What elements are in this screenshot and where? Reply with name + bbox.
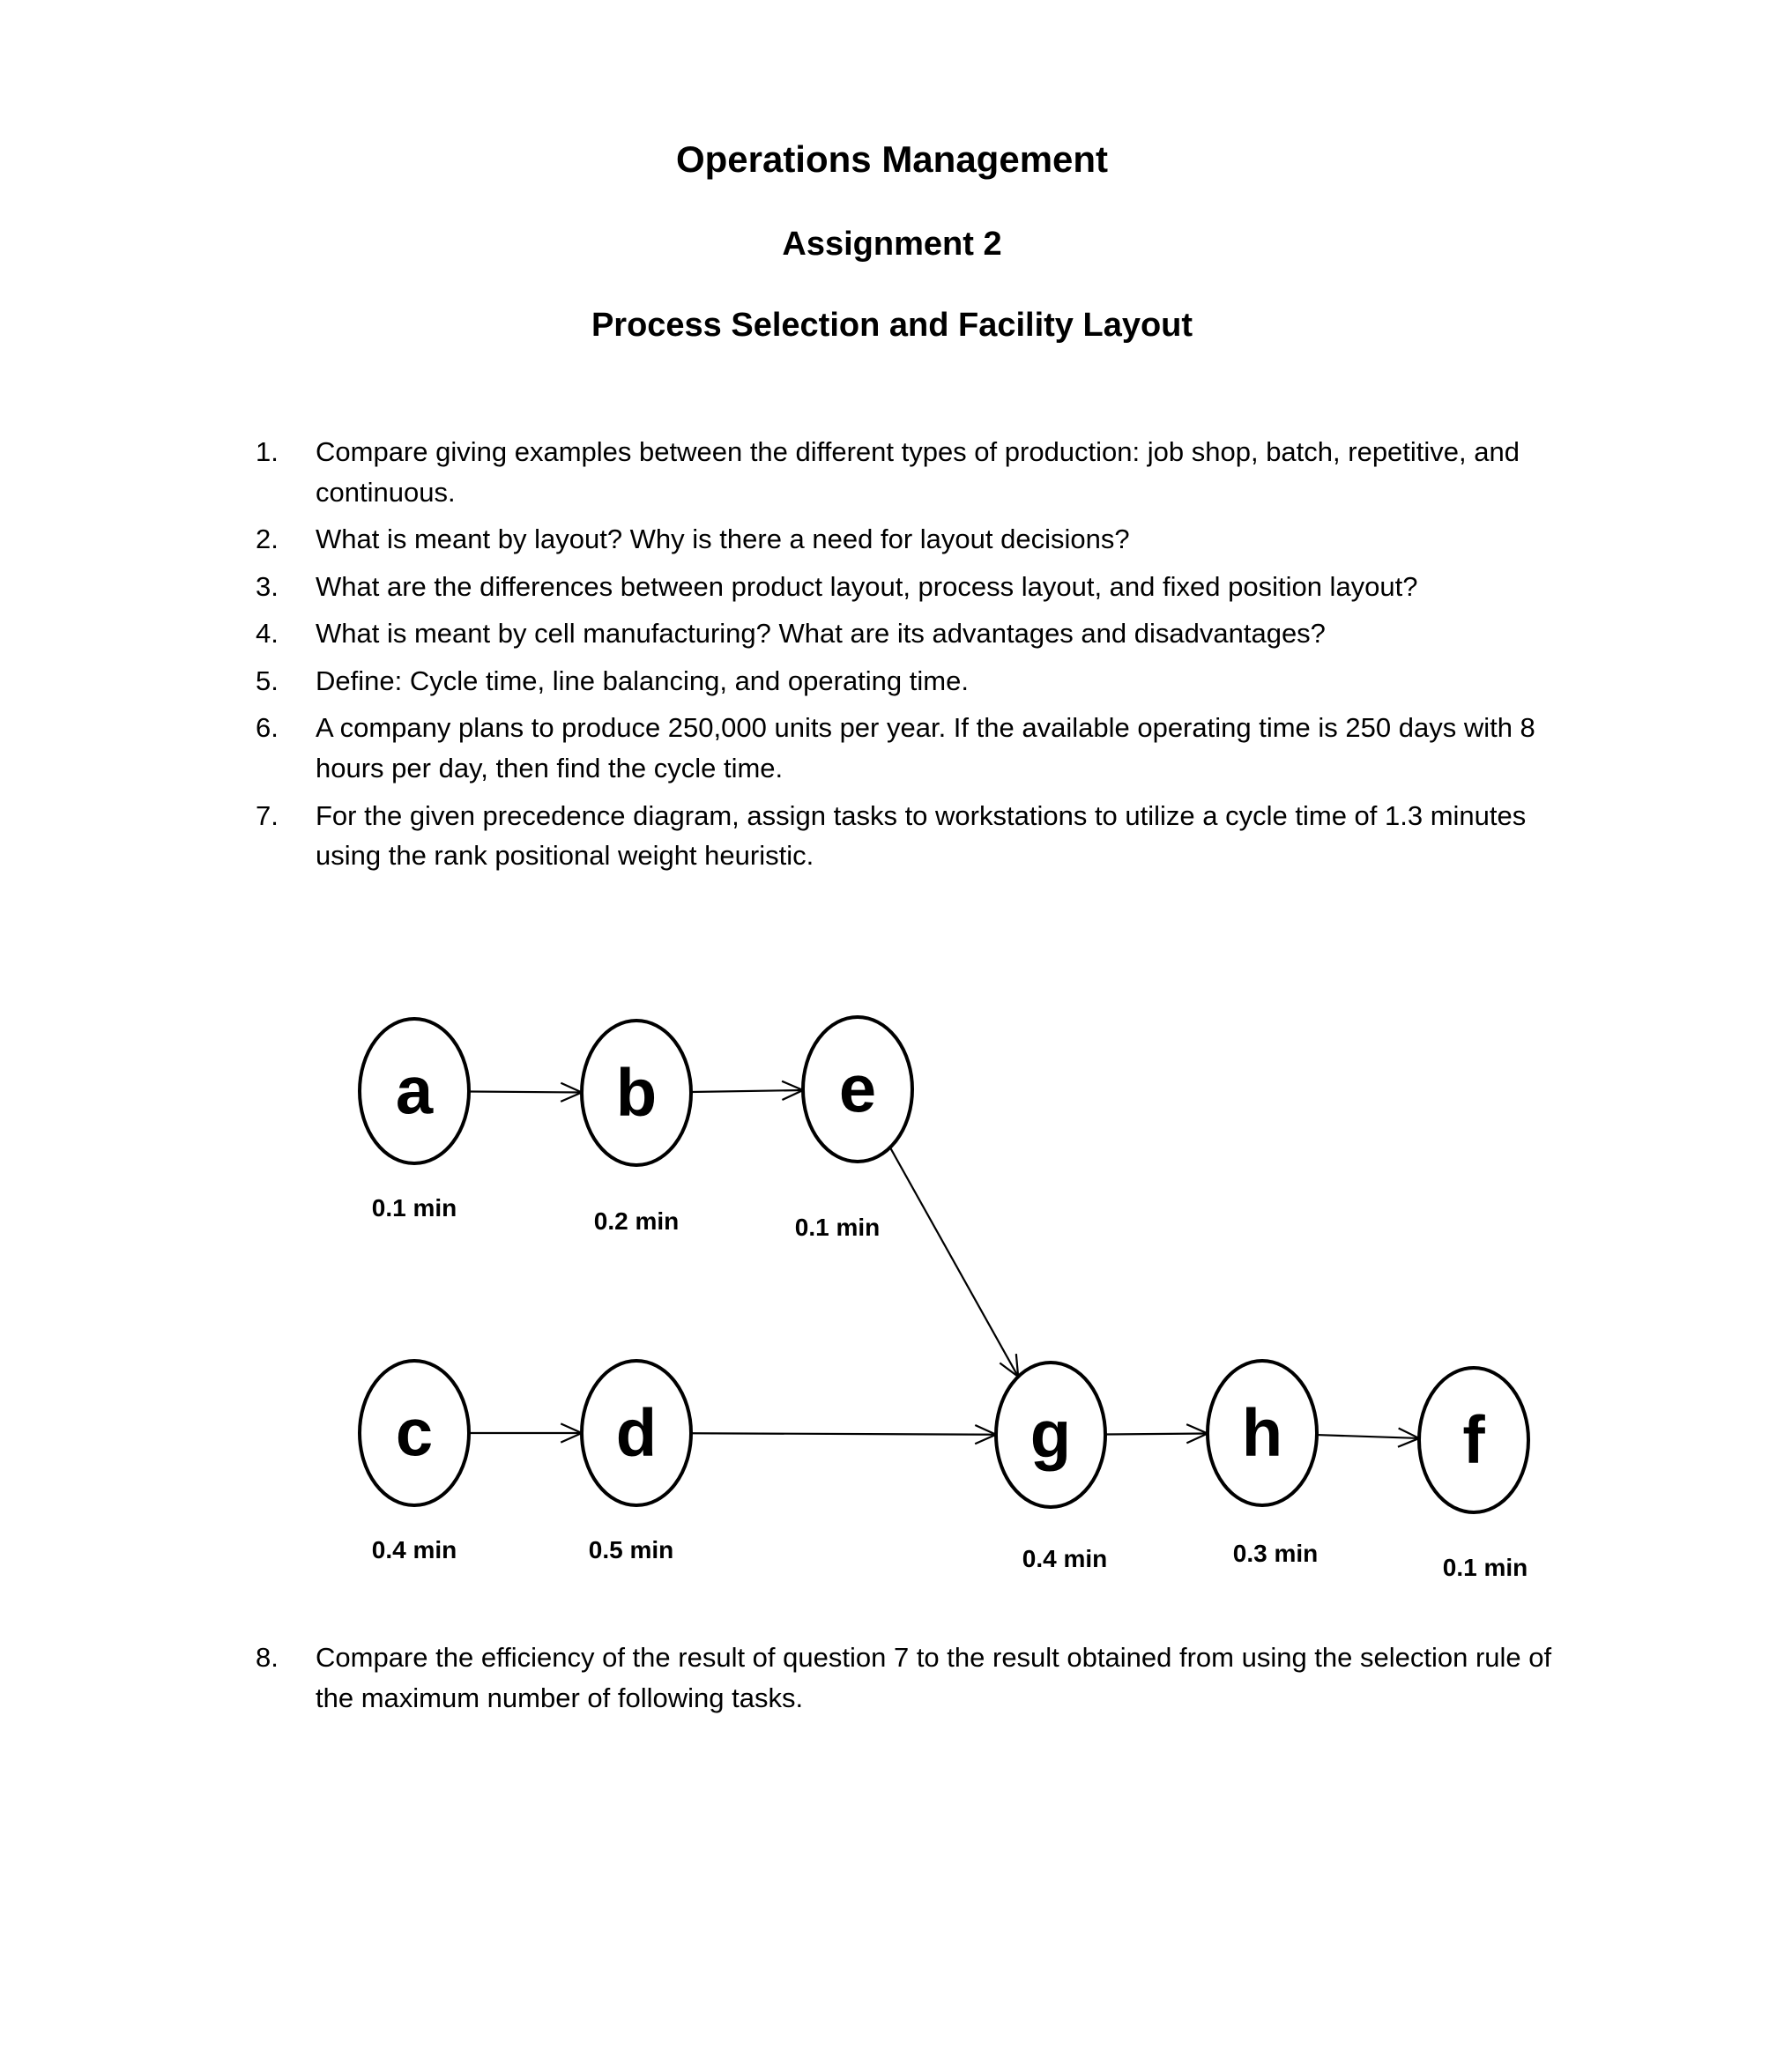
list-item-number: 5. — [256, 665, 279, 696]
list-item-text: Compare giving examples between the diff… — [316, 436, 1520, 508]
list-item-number: 8. — [256, 1642, 279, 1673]
node-b: b — [580, 1019, 693, 1167]
node-time-e: 0.1 min — [795, 1214, 880, 1241]
node-label-a: a — [396, 1054, 434, 1129]
edge-d-g — [690, 1424, 997, 1445]
question-list: 1. Compare giving examples between the d… — [256, 432, 1595, 883]
node-label-d: d — [616, 1396, 657, 1471]
list-item-text: A company plans to produce 250,000 units… — [316, 712, 1535, 783]
list-item: 8. Compare the efficiency of the result … — [256, 1638, 1595, 1718]
list-item-text: What is meant by layout? Why is there a … — [316, 524, 1130, 555]
list-item-number: 3. — [256, 570, 279, 602]
list-item-text: Compare the efficiency of the result of … — [316, 1642, 1552, 1713]
edge-g-h — [1104, 1423, 1208, 1444]
list-item-text: What are the differences between product… — [316, 570, 1418, 602]
node-e: e — [801, 1015, 914, 1163]
edge-a-b — [468, 1081, 583, 1103]
node-c: c — [358, 1359, 471, 1507]
document-headings: Operations Management Assignment 2 Proce… — [0, 138, 1784, 344]
list-item: 7. For the given precedence diagram, ass… — [256, 796, 1595, 876]
list-item: 1. Compare giving examples between the d… — [256, 432, 1595, 512]
list-item: 3. What are the differences between prod… — [256, 567, 1595, 607]
list-item-text: What is meant by cell manufacturing? Wha… — [316, 618, 1326, 650]
list-item-text: For the given precedence diagram, assign… — [316, 799, 1527, 872]
node-label-g: g — [1030, 1398, 1071, 1473]
node-time-c: 0.4 min — [372, 1536, 457, 1563]
list-item-number: 6. — [256, 712, 279, 744]
edge-h-f — [1316, 1427, 1420, 1448]
node-label-h: h — [1242, 1396, 1282, 1471]
node-g: g — [994, 1361, 1107, 1509]
topic-subtitle: Process Selection and Facility Layout — [591, 307, 1193, 344]
precedence-diagram-canvas: a 0.1 min b 0.2 min e 0.1 min c 0.4 min d 0.5 min… — [358, 1015, 1530, 1581]
page-title: Operations Management — [675, 138, 1109, 180]
node-time-b: 0.2 min — [594, 1207, 679, 1235]
node-label-c: c — [396, 1396, 433, 1471]
node-f: f — [1417, 1366, 1530, 1514]
question-list-tail: 8. Compare the efficiency of the result … — [256, 1638, 1595, 1725]
node-h: h — [1206, 1359, 1319, 1507]
list-item-number: 4. — [256, 618, 279, 650]
list-item: 6. A company plans to produce 250,000 un… — [256, 708, 1595, 788]
node-label-f: f — [1462, 1403, 1485, 1478]
node-time-f: 0.1 min — [1443, 1554, 1528, 1581]
edge-e-g — [888, 1147, 1020, 1378]
list-item: 4. What is meant by cell manufacturing? … — [256, 613, 1595, 654]
list-item: 5. Define: Cycle time, line balancing, a… — [256, 661, 1595, 702]
node-label-e: e — [839, 1052, 876, 1127]
node-d: d — [580, 1359, 693, 1507]
list-item-text: Define: Cycle time, line balancing, and … — [316, 665, 969, 696]
assignment-subtitle: Assignment 2 — [782, 226, 1002, 263]
node-time-d: 0.5 min — [589, 1536, 673, 1563]
list-item-number: 1. — [256, 436, 279, 467]
node-a: a — [358, 1017, 471, 1165]
precedence-diagram: a 0.1 min b 0.2 min e 0.1 min c 0.4 min d 0.5 min… — [0, 978, 1784, 1639]
list-item: 2. What is meant by layout? Why is there… — [256, 519, 1595, 560]
edge-c-d — [469, 1422, 583, 1444]
edge-b-e — [690, 1080, 804, 1101]
node-time-h: 0.3 min — [1233, 1540, 1318, 1567]
node-time-g: 0.4 min — [1022, 1545, 1107, 1572]
node-time-a: 0.1 min — [372, 1194, 457, 1222]
list-item-number: 7. — [256, 799, 279, 831]
list-item-number: 2. — [256, 524, 279, 555]
node-label-b: b — [616, 1056, 657, 1131]
